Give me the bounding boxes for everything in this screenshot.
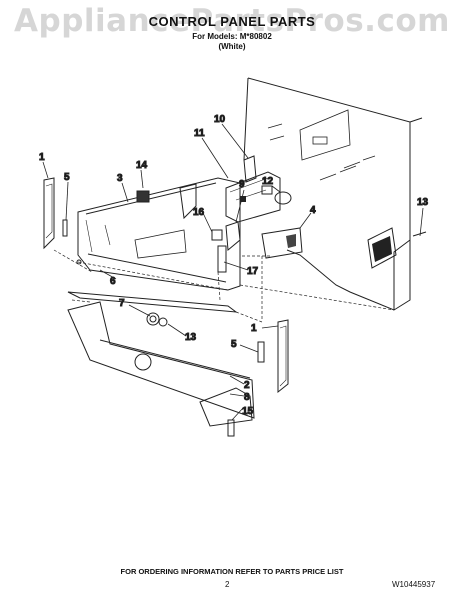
callout-4: 4 bbox=[310, 205, 316, 216]
callout-numbers: 1 5 3 14 11 10 12 9 16 4 13 6 17 7 13 1 … bbox=[39, 114, 430, 418]
callout-10: 10 bbox=[214, 114, 226, 125]
electronic-control-module bbox=[225, 155, 292, 223]
control-panel-front bbox=[76, 177, 241, 291]
callout-15: 15 bbox=[242, 406, 254, 417]
callout-leaders bbox=[42, 123, 424, 421]
callout-14: 14 bbox=[136, 160, 148, 171]
watermark: AppliancePartsPros.com bbox=[14, 3, 450, 39]
backguard-panel bbox=[243, 77, 423, 311]
callout-1-lower: 1 bbox=[251, 323, 257, 334]
callout-1: 1 bbox=[39, 152, 45, 163]
callout-6: 6 bbox=[110, 276, 116, 287]
callout-9: 9 bbox=[239, 179, 245, 190]
lower-manifold-panel bbox=[67, 291, 255, 427]
callout-5-lower: 5 bbox=[231, 339, 237, 350]
callout-3: 3 bbox=[117, 173, 123, 184]
callout-11: 11 bbox=[194, 128, 205, 139]
callout-16: 16 bbox=[193, 207, 205, 218]
leader-lines bbox=[53, 179, 395, 323]
model-line: For Models: M*80802 bbox=[192, 32, 272, 41]
callout-12: 12 bbox=[262, 176, 274, 187]
callout-5: 5 bbox=[64, 172, 70, 183]
end-brackets bbox=[43, 177, 289, 394]
model-subtitle: For Models: M*80802 (White) bbox=[0, 32, 464, 52]
callout-7: 7 bbox=[119, 298, 125, 309]
callout-13-lower: 13 bbox=[185, 332, 197, 343]
ordering-info-note: FOR ORDERING INFORMATION REFER TO PARTS … bbox=[120, 567, 344, 576]
color-line: (White) bbox=[218, 42, 246, 51]
diagram-title: CONTROL PANEL PARTS bbox=[148, 14, 316, 29]
small-parts bbox=[62, 190, 427, 437]
callout-2: 2 bbox=[244, 380, 250, 391]
callout-13-right: 13 bbox=[417, 197, 429, 208]
callout-17: 17 bbox=[247, 266, 259, 277]
document-id: W10445937 bbox=[392, 580, 436, 589]
callout-8: 8 bbox=[244, 392, 250, 403]
page-number: 2 bbox=[225, 580, 230, 589]
